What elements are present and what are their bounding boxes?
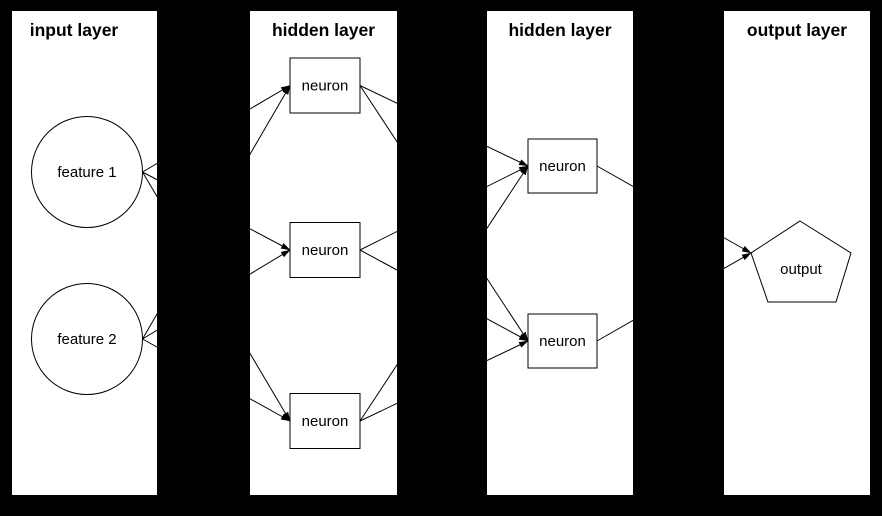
edge-f1-h1n3 [142, 171, 291, 422]
panel-input-layer: input layer [12, 11, 157, 495]
hidden2-neuron-2-label: neuron [539, 333, 586, 350]
edge-h1n2-h2n1 [359, 165, 529, 251]
edge-h2n1-out [596, 165, 752, 254]
hidden1-neuron-3-rect [289, 393, 361, 449]
panel-hidden-layer-2: hidden layer [487, 11, 633, 495]
node-hidden1-neuron-2: neuron [289, 222, 361, 278]
feature-2-label: feature 2 [57, 331, 116, 348]
edge-f2-h1n3 [142, 338, 291, 422]
edge-h2n2-out [596, 252, 752, 342]
node-hidden2-neuron-1: neuron [527, 138, 598, 194]
node-output: output [750, 220, 852, 303]
node-hidden2-neuron-2: neuron [527, 313, 598, 369]
hidden2-neuron-1-label: neuron [539, 158, 586, 175]
panel-hidden-layer-2-rect [487, 11, 633, 495]
node-feature-1: feature 1 [31, 116, 143, 228]
panel-hidden-layer-2-title: hidden layer [508, 20, 611, 40]
hidden1-neuron-1-rect [289, 57, 361, 114]
hidden2-neuron-1-rect [527, 138, 598, 194]
panel-output-layer-title: output layer [747, 20, 847, 40]
hidden1-neuron-2-rect [289, 222, 361, 278]
hidden1-neuron-3-label: neuron [302, 413, 349, 430]
panel-hidden-layer-1-title: hidden layer [272, 20, 375, 40]
edge-h1n3-h2n2 [359, 340, 529, 422]
edge-f2-h1n1 [142, 84, 291, 340]
node-feature-2: feature 2 [31, 283, 143, 395]
edge-h1n2-h2n2 [359, 249, 529, 342]
edge-h1n3-h2n1 [359, 165, 529, 422]
output-pentagon [750, 220, 852, 303]
edge-f2-h1n2 [142, 249, 291, 340]
edge-f1-h1n1 [142, 85, 291, 173]
hidden1-neuron-1-label: neuron [302, 78, 349, 95]
edge-f1-h1n2 [142, 171, 291, 251]
edge-h1n1-h2n1 [359, 85, 529, 167]
edge-layer [142, 84, 752, 422]
node-hidden1-neuron-1: neuron [289, 57, 361, 114]
feature-1-circle [31, 116, 143, 228]
output-label: output [780, 261, 823, 278]
hidden1-neuron-2-label: neuron [302, 242, 349, 259]
feature-1-label: feature 1 [57, 164, 116, 181]
node-hidden1-neuron-3: neuron [289, 393, 361, 449]
feature-2-circle [31, 283, 143, 395]
panel-input-layer-title: input layer [30, 20, 119, 40]
hidden2-neuron-2-rect [527, 313, 598, 369]
panel-input-layer-rect [12, 11, 157, 495]
edge-h1n1-h2n2 [359, 85, 529, 342]
